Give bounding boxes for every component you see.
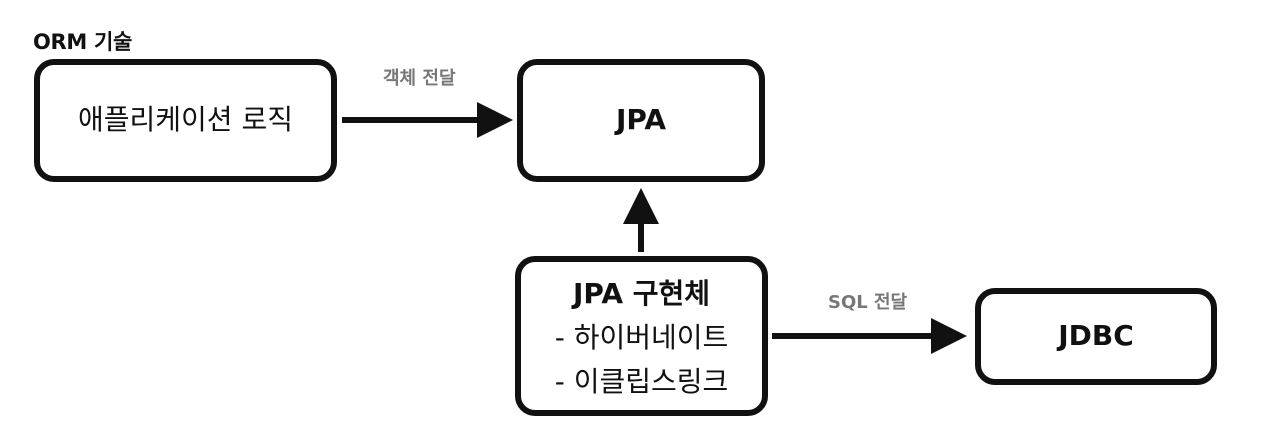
- edge-label-object-transfer: 객체 전달: [383, 68, 456, 89]
- node-application-logic: 애플리케이션 로직: [34, 59, 337, 182]
- node-jpa-implementation-item: - 이클립스링크: [554, 365, 729, 398]
- node-application-logic-label: 애플리케이션 로직: [78, 103, 293, 137]
- node-jdbc: JDBC: [975, 288, 1217, 385]
- node-jpa-implementation-title: JPA 구현체: [572, 277, 711, 310]
- node-jpa: JPA: [517, 59, 765, 182]
- node-jdbc-label: JDBC: [1058, 319, 1134, 353]
- edge-label-sql-transfer: SQL 전달: [828, 292, 908, 313]
- node-jpa-implementation: JPA 구현체 - 하이버네이트 - 이클립스링크: [515, 256, 768, 416]
- node-jpa-label: JPA: [615, 103, 667, 137]
- page-title: ORM 기술: [33, 30, 133, 54]
- node-jpa-implementation-item: - 하이버네이트: [554, 321, 729, 354]
